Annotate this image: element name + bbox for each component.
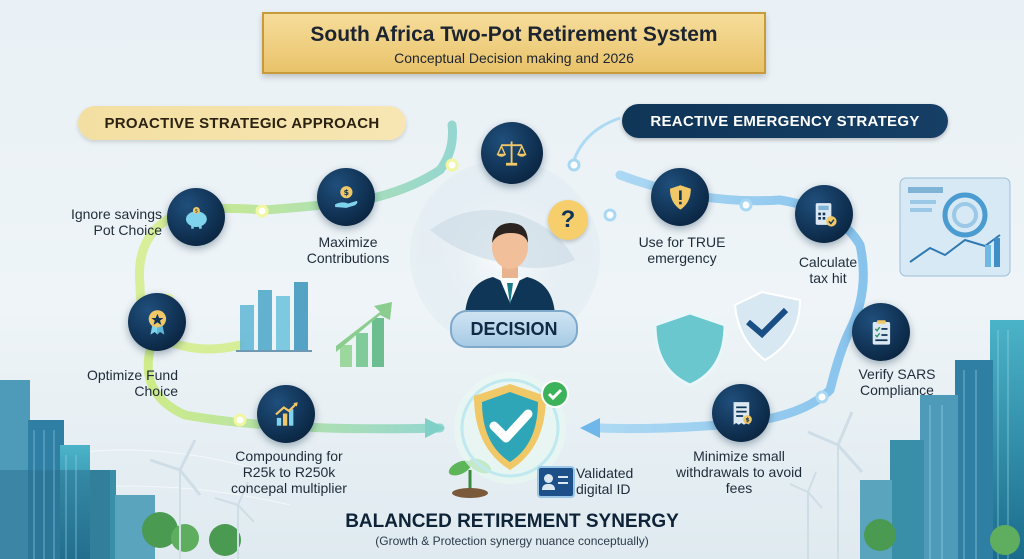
decision-maker-figure <box>465 223 555 315</box>
receipt-icon: $ <box>733 401 752 425</box>
reactive-strategy-pill: REACTIVE EMERGENCY STRATEGY <box>622 104 948 138</box>
minimize-withdrawals-label: Minimize small withdrawals to avoid fees <box>675 448 803 497</box>
warning-shield-icon-circle <box>651 168 709 226</box>
reactive-strategy-label: REACTIVE EMERGENCY STRATEGY <box>650 112 920 130</box>
award-badge-icon <box>148 309 166 335</box>
clipboard-check-icon-circle <box>852 303 910 361</box>
balance-scale-icon <box>496 141 528 167</box>
ignore-savings-label: Ignore savings Pot Choice <box>70 206 162 239</box>
title-banner: South Africa Two-Pot Retirement System C… <box>262 12 766 74</box>
decision-label: DECISION <box>470 318 558 339</box>
page-title: South Africa Two-Pot Retirement System <box>310 23 718 46</box>
optimize-fund-label: Optimize Fund Choice <box>86 367 178 400</box>
calculator-icon-circle <box>795 185 853 243</box>
digital-id-card-icon <box>537 466 575 498</box>
scale-icon-circle <box>481 122 543 184</box>
decision-pill: DECISION <box>450 310 578 348</box>
calculate-tax-label: Calculate tax hit <box>798 254 858 287</box>
footer-subtitle: (Growth & Protection synergy nuance conc… <box>375 534 649 548</box>
piggy-bank-icon-circle: $ <box>167 188 225 246</box>
footer-title: BALANCED RETIREMENT SYNERGY <box>345 511 679 532</box>
question-bubble-icon: ? <box>548 200 588 240</box>
maximize-contributions-label: Maximize Contributions <box>306 234 390 267</box>
page-subtitle: Conceptual Decision making and 2026 <box>394 50 634 66</box>
award-badge-icon-circle <box>128 293 186 351</box>
svg-text:$: $ <box>194 208 197 214</box>
svg-text:$: $ <box>745 416 749 423</box>
clipboard-check-icon <box>872 319 890 345</box>
warning-shield-icon <box>669 184 691 210</box>
true-emergency-label: Use for TRUE emergency <box>638 234 726 267</box>
compounding-label: Compounding for R25k to R250k concepal m… <box>231 448 347 497</box>
hand-coin-icon: $ <box>334 185 358 208</box>
growth-chart-icon-circle <box>257 385 315 443</box>
proactive-strategy-label: PROACTIVE STRATEGIC APPROACH <box>104 114 380 132</box>
center-shield-check-icon <box>454 372 569 484</box>
verify-sars-label: Verify SARS Compliance <box>858 366 936 399</box>
hand-coin-icon-circle: $ <box>317 168 375 226</box>
validated-id-label: Validated digital ID <box>576 465 634 498</box>
piggy-bank-icon: $ <box>185 206 207 229</box>
proactive-strategy-pill: PROACTIVE STRATEGIC APPROACH <box>78 106 406 140</box>
calculator-icon <box>815 202 837 227</box>
receipt-icon-circle: $ <box>712 384 770 442</box>
growth-chart-icon <box>274 401 298 426</box>
svg-text:$: $ <box>343 188 348 197</box>
